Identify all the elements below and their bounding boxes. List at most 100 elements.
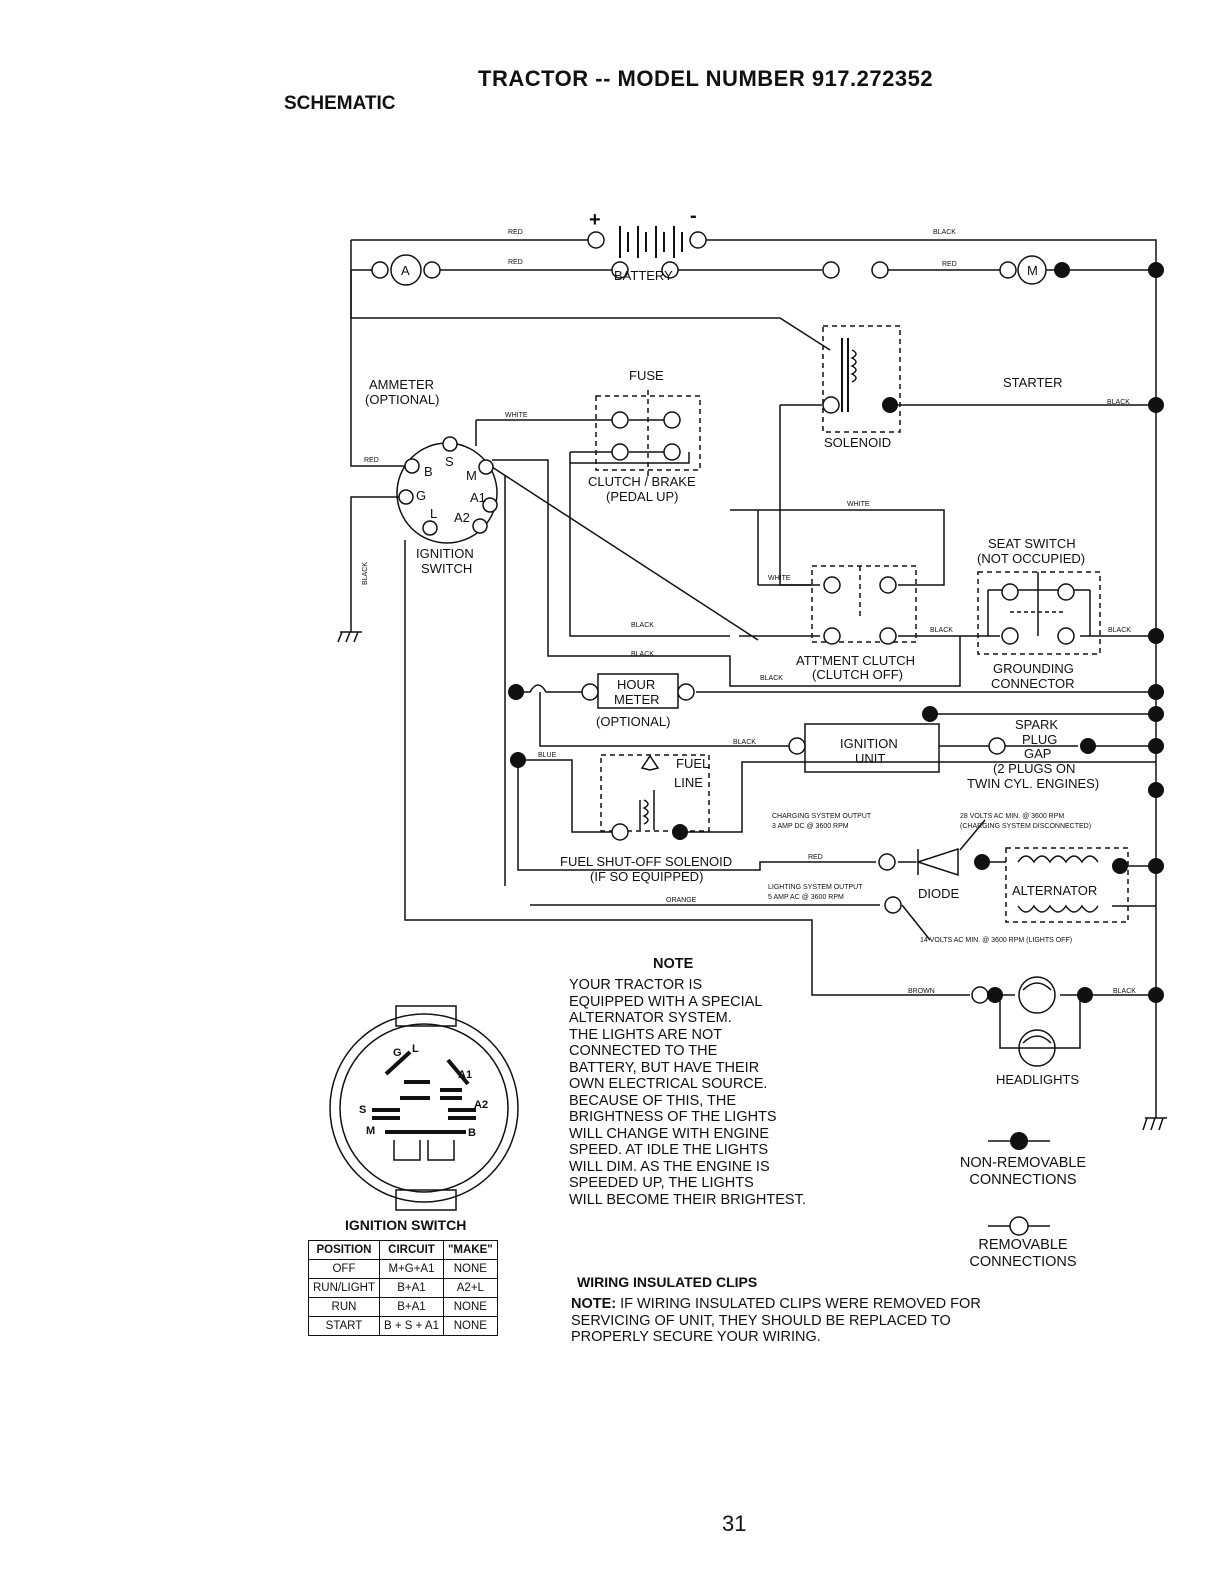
ignition-switch-table: POSITION CIRCUIT "MAKE" OFF M+G+A1 NONE … [308,1240,498,1336]
clutch-brake-label: CLUTCH / BRAKE [588,474,696,489]
table-row: RUN/LIGHT B+A1 A2+L [308,1278,498,1298]
ammeter-optional: (OPTIONAL) [365,392,439,407]
table-row: OFF M+G+A1 NONE [308,1259,498,1279]
solenoid-label: SOLENOID [824,435,891,450]
face-b: B [468,1127,476,1139]
note-line: CONNECTED TO THE [569,1043,718,1059]
fuel-solenoid-sub: (IF SO EQUIPPED) [590,869,703,884]
diode-label: DIODE [918,886,960,901]
clips-heading: WIRING INSULATED CLIPS [577,1274,758,1290]
spark-label-2: PLUG [1022,732,1057,747]
clips-note-text-2: SERVICING OF UNIT, THEY SHOULD BE REPLAC… [571,1312,951,1329]
table-cell: RUN/LIGHT [308,1278,380,1298]
ignition-unit-label: IGNITION [840,736,898,751]
starter-label: STARTER [1003,375,1062,390]
page-number: 31 [722,1511,747,1536]
spark-label-3: GAP [1024,746,1051,761]
table-cell: START [308,1316,380,1336]
switch-b: B [424,464,433,479]
fuel-line-label: LINE [674,775,703,790]
wire-red-starter: RED [942,261,957,268]
clips-note-text-1: IF WIRING INSULATED CLIPS WERE REMOVED F… [616,1296,981,1312]
clips-note-label: NOTE: [571,1296,617,1312]
wire-brown: BROWN [908,988,935,995]
spark-label-5: TWIN CYL. ENGINES) [967,776,1099,791]
clutch-brake-sub: (PEDAL UP) [606,489,678,504]
note-line: SPEED. AT IDLE THE LIGHTS [569,1142,769,1158]
face-g: G [393,1047,402,1059]
wire-black-seat-right: BLACK [1108,627,1131,634]
table-cell: B+A1 [378,1278,444,1298]
note-line: WILL CHANGE WITH ENGINE [569,1125,770,1142]
switch-m: M [466,468,477,483]
ignition-table-caption: IGNITION SWITCH [345,1217,467,1233]
wire-black-headlights: BLACK [1113,988,1136,995]
seat-switch-sub: (NOT OCCUPIED) [977,551,1085,566]
legend-removable: REMOVABLE CONNECTIONS [953,1237,1093,1270]
note-line: OWN ELECTRICAL SOURCE. [569,1076,768,1092]
charging-output-1: CHARGING SYSTEM OUTPUT [772,813,872,820]
legend-removable-1: REMOVABLE [978,1237,1068,1253]
wire-black-hour: BLACK [631,651,654,658]
clips-note: NOTE: IF WIRING INSULATED CLIPS WERE REM… [571,1296,981,1346]
face-a2: A2 [474,1099,488,1111]
wire-black-solenoid: BLACK [1107,399,1130,406]
note-line: THE LIGHTS ARE NOT [569,1026,723,1043]
spark-label-1: SPARK [1015,717,1058,732]
fuel-label: FUEL [676,756,709,771]
table-cell: NONE [442,1297,498,1317]
lighting-output-1: LIGHTING SYSTEM OUTPUT [768,884,863,891]
note-line: BRIGHTNESS OF THE LIGHTS [569,1109,777,1125]
switch-g: G [416,488,426,503]
table-cell: A2+L [442,1278,498,1298]
ammeter-symbol: A [401,263,410,278]
wire-white-att: WHITE [768,575,791,582]
charging-output-2: 3 AMP DC @ 3600 RPM [772,823,849,830]
table-cell: B+A1 [378,1297,444,1317]
table-cell: NONE [442,1259,498,1279]
table-row: RUN B+A1 NONE [308,1297,498,1317]
wire-red-switch: RED [364,457,379,464]
wire-black-seat: BLACK [930,627,953,634]
table-header-row: POSITION CIRCUIT "MAKE" [308,1240,498,1260]
fuel-solenoid-label: FUEL SHUT-OFF SOLENOID [560,854,732,869]
wire-red-battery: RED [508,229,523,236]
table-cell: OFF [308,1259,380,1279]
face-s: S [359,1104,366,1116]
legend-non-removable-2: CONNECTIONS [969,1171,1077,1188]
table-header: POSITION [308,1240,380,1260]
wire-black-battery: BLACK [933,229,956,236]
wire-black-ground: BLACK [362,562,369,585]
face-l: L [412,1043,419,1055]
note-line: EQUIPPED WITH A SPECIAL [569,993,763,1010]
wire-red-ammeter: RED [508,259,523,266]
fuse-label: FUSE [629,368,664,383]
note-line: YOUR TRACTOR IS [569,977,703,993]
table-header: CIRCUIT [378,1240,444,1260]
switch-s: S [445,454,454,469]
note-line: SPEEDED UP, THE LIGHTS [569,1175,754,1191]
ignition-unit-sub: UNIT [855,751,885,766]
battery-minus: - [690,205,697,227]
section-title: SCHEMATIC [284,93,396,114]
hour-meter-sub: METER [614,692,660,707]
grounding-sub: CONNECTOR [991,676,1075,691]
table-cell: M+G+A1 [378,1259,444,1279]
ignition-switch-sub: SWITCH [421,561,472,576]
ignition-switch-label: IGNITION [416,546,474,561]
battery-label: BATTERY [614,268,673,283]
note-line: WILL BECOME THEIR BRIGHTEST. [569,1191,806,1208]
alternator-label: ALTERNATOR [1012,883,1097,898]
wire-white-switch: WHITE [505,412,528,419]
legend-non-removable-1: NON-REMOVABLE [959,1155,1087,1171]
volts28-2: (CHARGING SYSTEM DISCONNECTED) [960,823,1091,830]
battery-plus: + [589,209,601,231]
seat-switch-label: SEAT SWITCH [988,536,1076,551]
spark-label-4: (2 PLUGS ON [993,761,1075,776]
face-m: M [366,1125,375,1137]
switch-a1: A1 [470,490,486,505]
wire-black-ign-unit: BLACK [733,739,756,746]
table-cell: NONE [442,1316,498,1336]
table-cell: B + S + A1 [378,1316,444,1336]
